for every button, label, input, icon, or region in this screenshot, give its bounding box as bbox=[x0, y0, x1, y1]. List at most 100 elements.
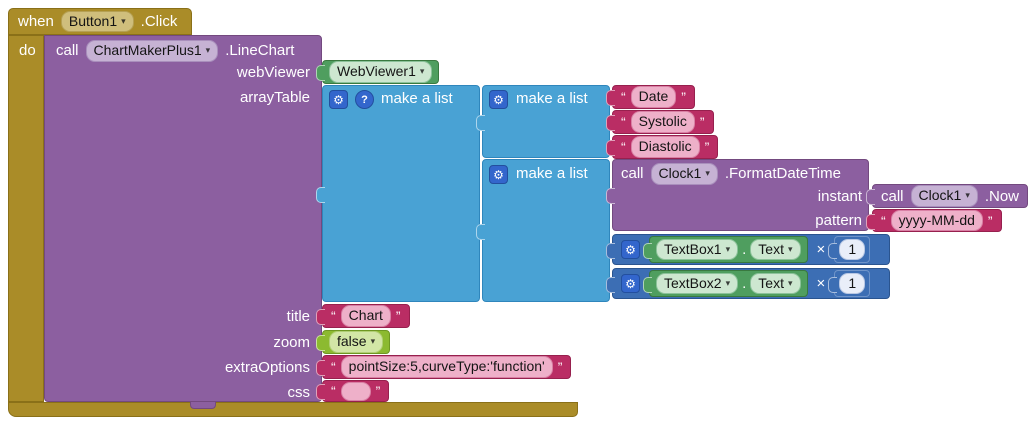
mutator-gear-icon[interactable]: ⚙ bbox=[489, 165, 508, 184]
clock-component-name: Clock1 bbox=[918, 187, 962, 204]
close-quote: ” bbox=[987, 212, 993, 229]
close-quote: ” bbox=[699, 114, 705, 130]
open-quote: “ bbox=[621, 114, 626, 130]
number-value[interactable]: 1 bbox=[839, 272, 866, 295]
multiply-block-textbox1[interactable]: ⚙ TextBox1 ▾ . Text ▾ × 1 bbox=[606, 234, 890, 265]
mutator-gear-icon[interactable]: ⚙ bbox=[621, 240, 640, 259]
make-a-list-label: make a list bbox=[381, 90, 453, 107]
string-value[interactable]: Chart bbox=[340, 305, 391, 327]
number-block[interactable]: 1 bbox=[828, 269, 871, 298]
open-quote: “ bbox=[331, 308, 336, 324]
property-name: Text bbox=[758, 274, 784, 291]
multiply-operator: × bbox=[816, 275, 826, 292]
logic-dropdown[interactable]: false ▾ bbox=[329, 331, 384, 353]
chevron-down-icon: ▾ bbox=[787, 243, 793, 254]
open-quote: “ bbox=[331, 383, 336, 399]
close-quote: ” bbox=[557, 359, 563, 375]
chartmaker-component-dropdown[interactable]: ChartMakerPlus1 ▾ bbox=[85, 40, 219, 62]
chartmaker-component-name: ChartMakerPlus1 bbox=[93, 42, 202, 58]
string-block-extraoptions[interactable]: “ pointSize:5,curveType:'function' ” bbox=[315, 355, 572, 379]
formatdatetime-call-block[interactable]: call Clock1 ▾ .FormatDateTime bbox=[606, 159, 869, 231]
logic-false-block[interactable]: false ▾ bbox=[315, 330, 391, 354]
component-name: TextBox1 bbox=[664, 240, 722, 257]
make-a-list-label: make a list bbox=[516, 165, 588, 182]
string-block-title[interactable]: “ Chart ” bbox=[316, 304, 410, 328]
webviewer-name: WebViewer1 bbox=[337, 63, 416, 80]
when-keyword: when bbox=[18, 13, 54, 30]
clock-now-call-block[interactable]: call Clock1 ▾ .Now bbox=[865, 184, 1029, 208]
method-name: .FormatDateTime bbox=[724, 165, 841, 183]
param-label-zoom: zoom bbox=[273, 333, 310, 351]
multiply-operator: × bbox=[816, 241, 826, 258]
open-quote: “ bbox=[331, 359, 336, 375]
event-block-header[interactable]: when Button1 ▾ .Click bbox=[8, 8, 192, 35]
event-component-dropdown[interactable]: Button1 ▾ bbox=[60, 10, 134, 33]
linechart-call-block[interactable]: call ChartMakerPlus1 ▾ .LineChart bbox=[44, 35, 322, 402]
string-value[interactable]: yyyy-MM-dd bbox=[890, 209, 983, 232]
method-name: .Now bbox=[984, 187, 1020, 205]
close-quote: ” bbox=[375, 383, 381, 399]
textbox1-text-getter-block[interactable]: TextBox1 ▾ . Text ▾ bbox=[643, 235, 808, 264]
param-label-instant: instant bbox=[817, 187, 862, 205]
string-value[interactable]: Date bbox=[630, 86, 677, 108]
clock-component-dropdown[interactable]: Clock1 ▾ bbox=[910, 185, 978, 207]
string-block-diastolic[interactable]: “ Diastolic ” bbox=[605, 135, 719, 159]
method-name: .LineChart bbox=[225, 42, 295, 60]
mutator-gear-icon[interactable]: ⚙ bbox=[329, 90, 348, 109]
chevron-down-icon: ▾ bbox=[370, 336, 376, 347]
mutator-gear-icon[interactable]: ⚙ bbox=[621, 274, 640, 293]
param-label-pattern: pattern bbox=[815, 211, 862, 229]
chevron-down-icon: ▾ bbox=[725, 277, 731, 288]
chevron-down-icon: ▾ bbox=[725, 243, 731, 254]
call-keyword: call bbox=[56, 42, 79, 60]
string-value[interactable]: Diastolic bbox=[630, 136, 700, 158]
component-dropdown[interactable]: TextBox1 ▾ bbox=[656, 238, 739, 261]
number-value[interactable]: 1 bbox=[839, 238, 866, 261]
event-block-foot[interactable] bbox=[8, 402, 578, 417]
string-block-systolic[interactable]: “ Systolic ” bbox=[606, 110, 714, 134]
property-dropdown[interactable]: Text ▾ bbox=[750, 238, 801, 261]
property-dropdown[interactable]: Text ▾ bbox=[750, 272, 801, 295]
string-value[interactable]: Systolic bbox=[630, 111, 695, 133]
open-quote: “ bbox=[621, 139, 626, 155]
string-block-pattern[interactable]: “ yyyy-MM-dd ” bbox=[866, 209, 1002, 232]
dot-separator: . bbox=[742, 241, 747, 258]
component-dropdown[interactable]: TextBox2 ▾ bbox=[656, 272, 739, 295]
chevron-down-icon: ▾ bbox=[205, 45, 211, 56]
string-block-date[interactable]: “ Date ” bbox=[606, 85, 695, 109]
param-label-css: css bbox=[287, 383, 311, 401]
open-quote: “ bbox=[621, 89, 626, 105]
string-value[interactable]: pointSize:5,curveType:'function' bbox=[340, 356, 553, 378]
event-name: .Click bbox=[140, 13, 178, 30]
logic-value: false bbox=[337, 333, 367, 350]
clock-component-dropdown[interactable]: Clock1 ▾ bbox=[650, 163, 718, 185]
textbox2-text-getter-block[interactable]: TextBox2 ▾ . Text ▾ bbox=[643, 269, 808, 298]
columns-make-a-list-block[interactable]: ⚙ make a list bbox=[476, 85, 610, 158]
string-value[interactable] bbox=[340, 381, 371, 401]
make-a-list-label: make a list bbox=[516, 90, 588, 107]
mutator-gear-icon[interactable]: ⚙ bbox=[489, 90, 508, 109]
clock-component-name: Clock1 bbox=[658, 165, 702, 181]
param-label-title: title bbox=[286, 307, 310, 325]
number-block[interactable]: 1 bbox=[828, 235, 871, 264]
outer-make-a-list-block[interactable]: ⚙ ? make a list bbox=[316, 85, 480, 302]
open-quote: “ bbox=[881, 212, 886, 229]
component-name: TextBox2 bbox=[664, 274, 722, 291]
dot-separator: . bbox=[742, 275, 747, 292]
string-block-css[interactable]: “ ” bbox=[315, 380, 390, 402]
param-label-webviewer: webViewer bbox=[236, 63, 310, 81]
close-quote: ” bbox=[704, 139, 710, 155]
webviewer-dropdown[interactable]: WebViewer1 ▾ bbox=[329, 61, 433, 83]
webviewer-getter-block[interactable]: WebViewer1 ▾ bbox=[315, 60, 440, 84]
help-icon[interactable]: ? bbox=[355, 90, 374, 109]
chevron-down-icon: ▾ bbox=[419, 66, 425, 77]
close-quote: ” bbox=[681, 89, 686, 105]
do-label: do bbox=[19, 42, 36, 59]
event-block-do-arm[interactable]: do bbox=[8, 35, 44, 402]
row-make-a-list-block[interactable]: ⚙ make a list bbox=[476, 159, 610, 302]
multiply-block-textbox2[interactable]: ⚙ TextBox2 ▾ . Text ▾ × 1 bbox=[606, 268, 890, 299]
param-label-extraoptions: extraOptions bbox=[224, 358, 310, 376]
param-label-arraytable: arrayTable bbox=[239, 88, 310, 106]
next-connector-tab bbox=[190, 402, 216, 409]
